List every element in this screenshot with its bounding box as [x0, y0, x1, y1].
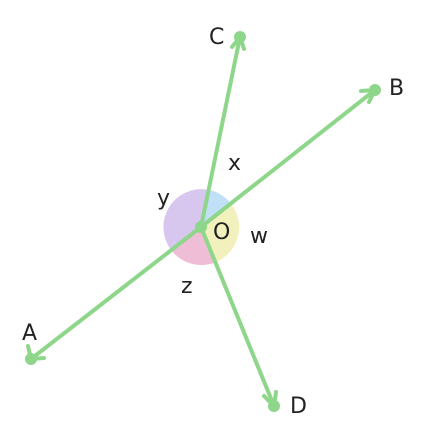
point-a-dot	[25, 353, 37, 365]
point-o-dot	[195, 221, 207, 233]
ray-oc	[199, 35, 242, 229]
ray-ob	[199, 88, 377, 229]
angle-x-label: x	[228, 151, 241, 176]
ray-oa	[29, 225, 203, 361]
angle-w-label: w	[250, 224, 268, 249]
angle-y-sector	[163, 189, 207, 249]
point-b-label: B	[389, 76, 404, 101]
point-d-label: D	[290, 394, 307, 419]
point-a-label: A	[22, 321, 37, 346]
ray-od	[199, 225, 276, 408]
point-c-dot	[234, 31, 246, 43]
point-c-label: C	[209, 25, 224, 50]
point-d-dot	[268, 400, 280, 412]
point-b-dot	[369, 84, 381, 96]
center-o-label: O	[213, 220, 230, 245]
angle-y-label: y	[157, 186, 170, 211]
angle-z-label: z	[181, 274, 193, 299]
